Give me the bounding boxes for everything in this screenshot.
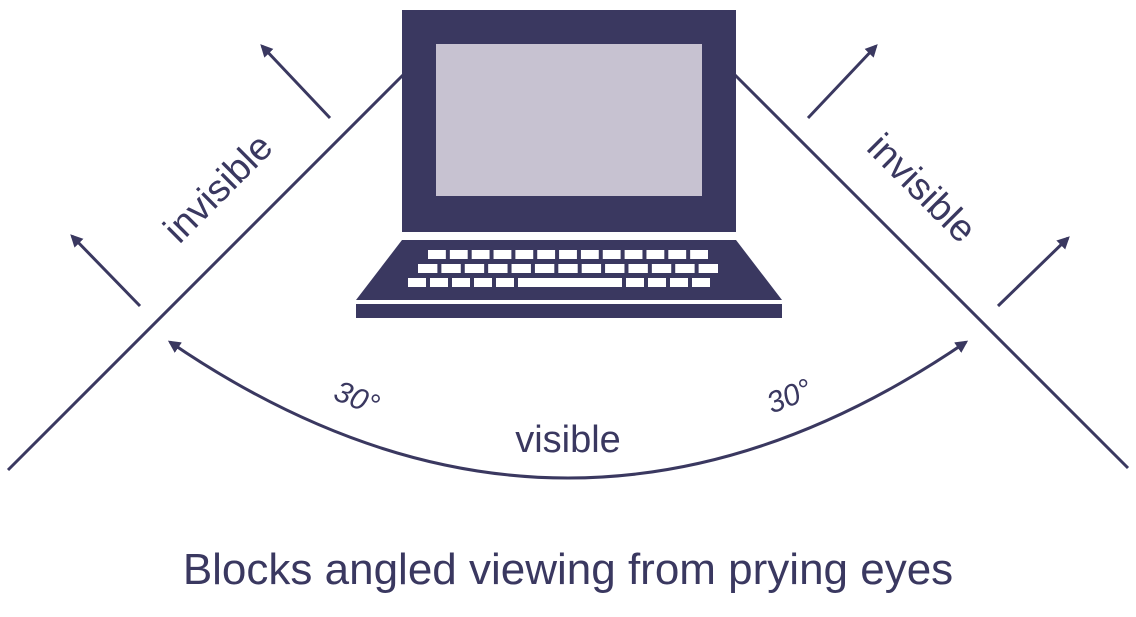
left-boundary-line: [6, 72, 406, 472]
arrow-icon: [70, 234, 142, 308]
keyboard-key: [605, 264, 625, 273]
keyboard-key: [698, 264, 718, 273]
keyboard-key: [449, 250, 468, 259]
keyboard-key: [418, 264, 438, 273]
arrow-icon: [996, 236, 1070, 308]
keyboard-key: [441, 264, 461, 273]
keyboard-key: [690, 250, 708, 259]
keyboard-key: [430, 278, 448, 287]
laptop-base-front: [356, 304, 782, 318]
keyboard-key: [628, 264, 648, 273]
keyboard-spacebar: [518, 278, 622, 287]
right-boundary-line: [732, 72, 1130, 470]
laptop-screen: [436, 44, 702, 196]
keyboard-key: [626, 278, 644, 287]
keyboard-key: [496, 278, 514, 287]
keyboard-key: [675, 264, 695, 273]
keyboard-key: [602, 250, 621, 259]
visible-label: visible: [515, 419, 621, 461]
keyboard-key: [428, 250, 446, 259]
keyboard-key: [692, 278, 710, 287]
keyboard-key: [511, 264, 531, 273]
keyboard-key: [474, 278, 492, 287]
keyboard-key: [646, 250, 665, 259]
keyboard-key: [668, 250, 687, 259]
angle-label-left: 30°: [329, 375, 383, 423]
keyboard-key: [651, 264, 672, 273]
keyboard-key: [408, 278, 426, 287]
keyboard-key: [581, 264, 602, 273]
keyboard-key: [493, 250, 512, 259]
invisible-label-right: invisible: [859, 126, 984, 251]
keyboard-key: [580, 250, 599, 259]
caption: Blocks angled viewing from prying eyes: [182, 545, 954, 594]
keyboard-key: [488, 264, 508, 273]
angle-label-right: 30°: [762, 373, 816, 421]
keyboard-key: [670, 278, 688, 287]
laptop-icon: [356, 10, 782, 318]
keyboard-key: [537, 250, 556, 259]
keyboard-key: [515, 250, 534, 259]
keyboard-key: [559, 250, 577, 259]
keyboard-key: [648, 278, 666, 287]
keyboard-key: [452, 278, 470, 287]
keyboard-key: [471, 250, 490, 259]
keyboard-key: [464, 264, 485, 273]
laptop-keyboard: [408, 250, 718, 287]
keyboard-key: [534, 264, 555, 273]
keyboard-key: [624, 250, 643, 259]
arrow-icon: [806, 44, 878, 120]
invisible-label-left: invisible: [156, 126, 281, 251]
keyboard-key: [558, 264, 578, 273]
arrow-icon: [260, 44, 332, 120]
visible-arc-arrow: [167, 340, 969, 480]
